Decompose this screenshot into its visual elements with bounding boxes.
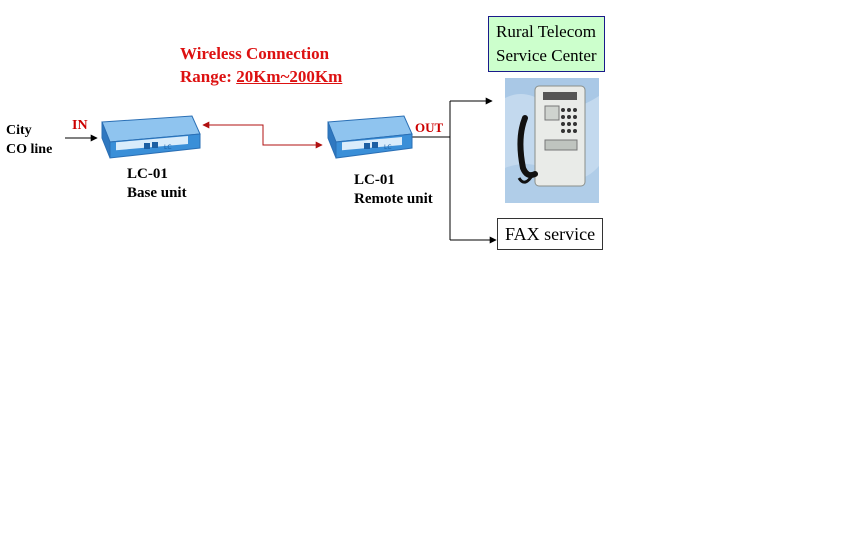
base-unit-model: LC-01 (127, 166, 168, 182)
base-unit-label: LC-01 Base unit (127, 165, 187, 203)
service-center-line2: Service Center (496, 46, 597, 65)
fax-service-box: FAX service (497, 218, 604, 250)
city-label: City (6, 123, 32, 138)
remote-unit-model: LC-01 (354, 172, 395, 188)
base-unit-device-image: LC (101, 115, 201, 159)
service-center-line1: Rural Telecom (496, 22, 596, 41)
wireless-heading-line2: Range: 20Km~200Km (180, 65, 342, 88)
svg-text:LC: LC (164, 144, 172, 151)
range-value: 20Km~200Km (236, 67, 343, 86)
base-unit-name: Base unit (127, 185, 187, 201)
payphone-image (505, 78, 599, 203)
out-port-label: OUT (415, 120, 444, 135)
wireless-heading: Wireless Connection Range: 20Km~200Km (180, 42, 342, 88)
city-co-line-label: City CO line (6, 121, 52, 159)
remote-unit-label: LC-01 Remote unit (354, 171, 433, 209)
co-line-label: CO line (6, 142, 53, 157)
payphone-illustration (505, 78, 599, 203)
range-prefix: Range: (180, 67, 237, 86)
svg-text:LC: LC (384, 144, 392, 151)
remote-unit-name: Remote unit (354, 191, 433, 207)
remote-unit-device-image: LC (327, 115, 413, 159)
wireless-heading-line1: Wireless Connection (180, 44, 330, 63)
fax-service-label: FAX service (505, 224, 596, 244)
service-center-box: Rural Telecom Service Center (488, 16, 605, 72)
wireless-link-arrow (202, 121, 323, 149)
in-port-label: IN (72, 118, 88, 133)
